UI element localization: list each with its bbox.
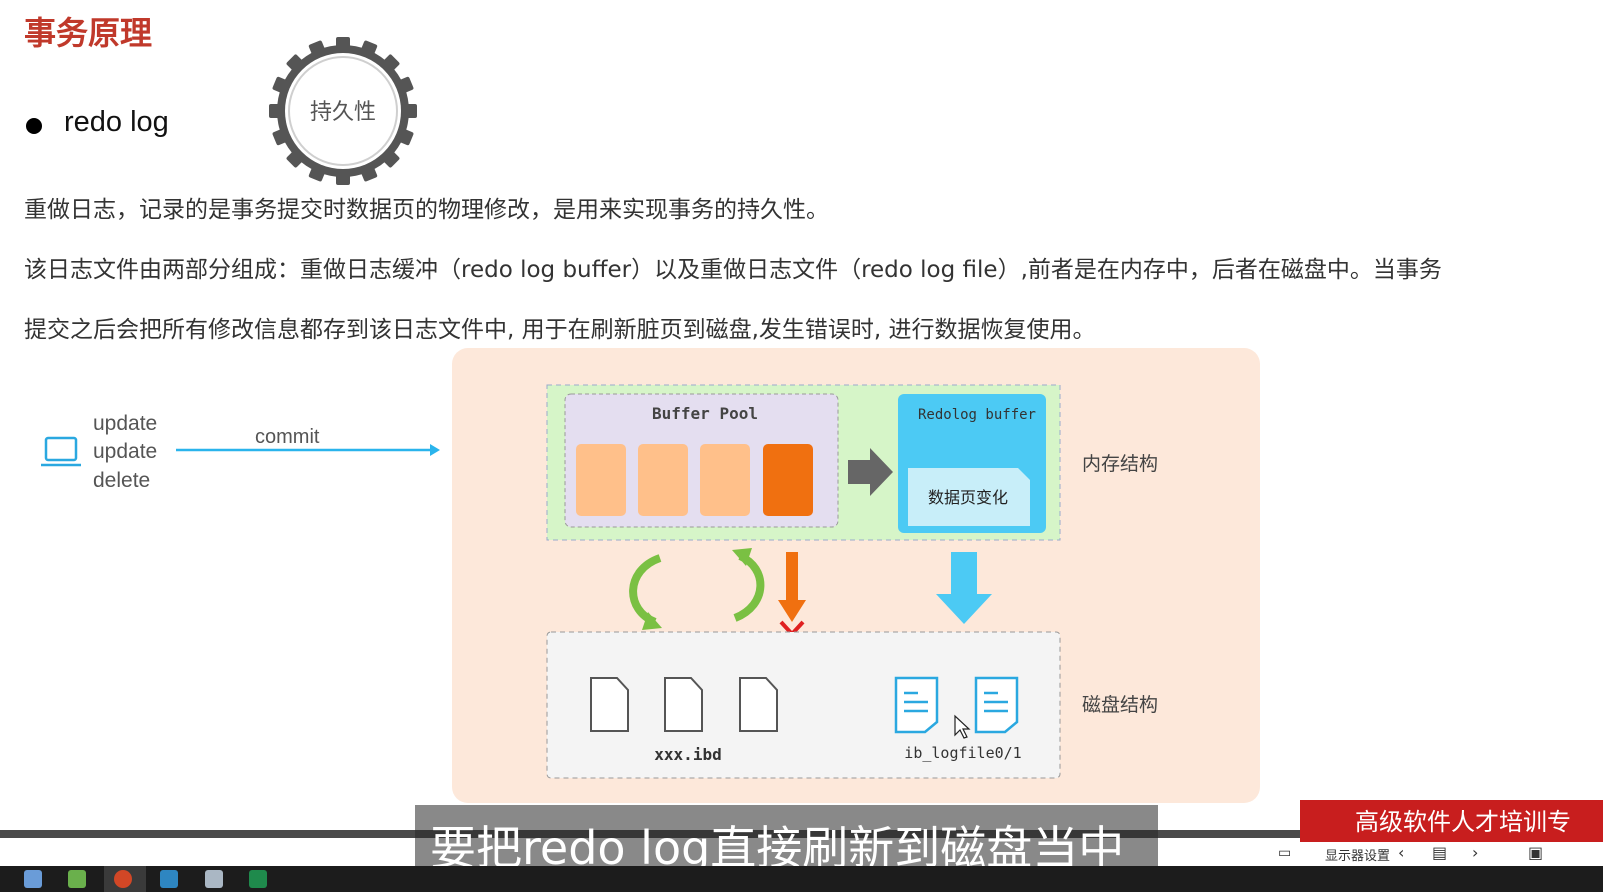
paragraph-1: 重做日志，记录的是事务提交时数据页的物理修改，是用来实现事务的持久性。 bbox=[24, 197, 829, 223]
disk-structure-label: 磁盘结构 bbox=[1082, 694, 1158, 716]
flush-arrow-right bbox=[848, 448, 893, 496]
gear-tooth bbox=[269, 104, 285, 118]
memory-structure-label: 内存结构 bbox=[1082, 453, 1158, 475]
gear-tooth bbox=[286, 147, 307, 168]
paragraph-3: 提交之后会把所有修改信息都存到该日志文件中, 用于在刷新脏页到磁盘,发生错误时,… bbox=[24, 317, 1096, 343]
client-op-1: update bbox=[93, 412, 157, 435]
bullet-dot bbox=[26, 118, 42, 134]
buffer-pool-label: Buffer Pool bbox=[652, 404, 758, 423]
gear-tooth bbox=[359, 162, 378, 182]
gear-tooth bbox=[394, 76, 414, 95]
logfile-icons bbox=[894, 676, 1019, 734]
powerpoint-icon[interactable] bbox=[114, 870, 132, 888]
gear-tooth bbox=[286, 54, 307, 75]
player-control-strip bbox=[1290, 842, 1603, 866]
cycle-arrow-right bbox=[733, 552, 765, 622]
data-page-change-box bbox=[908, 468, 1030, 526]
taskbar bbox=[0, 866, 1603, 892]
page-block-1 bbox=[576, 444, 626, 516]
gear-tooth bbox=[336, 37, 350, 53]
ibd-label: xxx.ibd bbox=[654, 745, 721, 764]
gear-tooth bbox=[308, 162, 327, 182]
grid-view-icon[interactable]: ▤ bbox=[1432, 843, 1448, 862]
page-block-dirty bbox=[763, 444, 813, 516]
blue-down-arrow bbox=[951, 552, 977, 596]
app-icon-blue[interactable] bbox=[160, 870, 178, 888]
gear-tooth bbox=[336, 169, 350, 185]
datagrip-icon[interactable] bbox=[249, 870, 267, 888]
gear-tooth bbox=[272, 76, 292, 95]
ibd-file-icons bbox=[590, 677, 778, 732]
logfile-label: ib_logfile0/1 bbox=[904, 744, 1021, 762]
gear-tooth bbox=[379, 147, 400, 168]
gear-tooth bbox=[394, 127, 414, 146]
gear-tooth bbox=[308, 40, 327, 60]
laptop-icon bbox=[41, 436, 81, 467]
remote-desktop-icon[interactable] bbox=[205, 870, 223, 888]
start-icon[interactable] bbox=[24, 870, 42, 888]
page-block-3 bbox=[700, 444, 750, 516]
gear-tooth bbox=[359, 40, 378, 60]
gear-label: 持久性 bbox=[310, 100, 376, 125]
gear-tooth bbox=[379, 54, 400, 75]
gear-tooth bbox=[272, 127, 292, 146]
gear-badge: 持久性 bbox=[269, 37, 417, 185]
gear-tooth bbox=[401, 104, 417, 118]
redolog-buffer-label: Redolog buffer bbox=[918, 407, 1036, 423]
brand-banner-text: 高级软件人才培训专 bbox=[1355, 808, 1571, 836]
slide-title: 事务原理 bbox=[24, 14, 153, 52]
page-block-2 bbox=[638, 444, 688, 516]
file-manager-icon[interactable] bbox=[68, 870, 86, 888]
client-op-3: delete bbox=[93, 469, 150, 492]
data-page-change-label: 数据页变化 bbox=[928, 488, 1008, 507]
monitor-icon[interactable]: ▭ bbox=[1278, 845, 1292, 861]
paragraph-2: 该日志文件由两部分组成：重做日志缓冲（redo log buffer）以及重做日… bbox=[24, 257, 1442, 283]
chevron-left-icon[interactable]: ‹ bbox=[1398, 843, 1405, 862]
client-op-2: update bbox=[93, 440, 157, 463]
window-icon[interactable]: ▣ bbox=[1528, 843, 1544, 862]
disk-region bbox=[546, 631, 1061, 779]
brand-banner bbox=[1300, 800, 1603, 848]
mouse-cursor-icon bbox=[954, 714, 971, 739]
commit-arrowhead bbox=[430, 444, 440, 456]
display-settings-button[interactable]: 显示器设置 bbox=[1325, 849, 1391, 864]
chevron-right-icon[interactable]: › bbox=[1472, 843, 1479, 862]
bullet-text: redo log bbox=[64, 106, 169, 138]
subtitle-background bbox=[415, 805, 1158, 869]
commit-label: commit bbox=[255, 426, 320, 448]
orange-down-arrow bbox=[786, 552, 798, 602]
